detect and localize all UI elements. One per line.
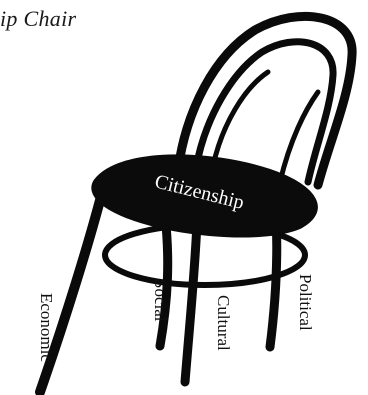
leg-cultural bbox=[185, 222, 197, 382]
chair-back-rail-left bbox=[213, 72, 268, 166]
label-cultural: Cultural bbox=[213, 295, 233, 351]
label-political: Political bbox=[295, 274, 315, 331]
label-social: Social bbox=[150, 279, 170, 322]
label-economic: Economic bbox=[36, 293, 56, 362]
